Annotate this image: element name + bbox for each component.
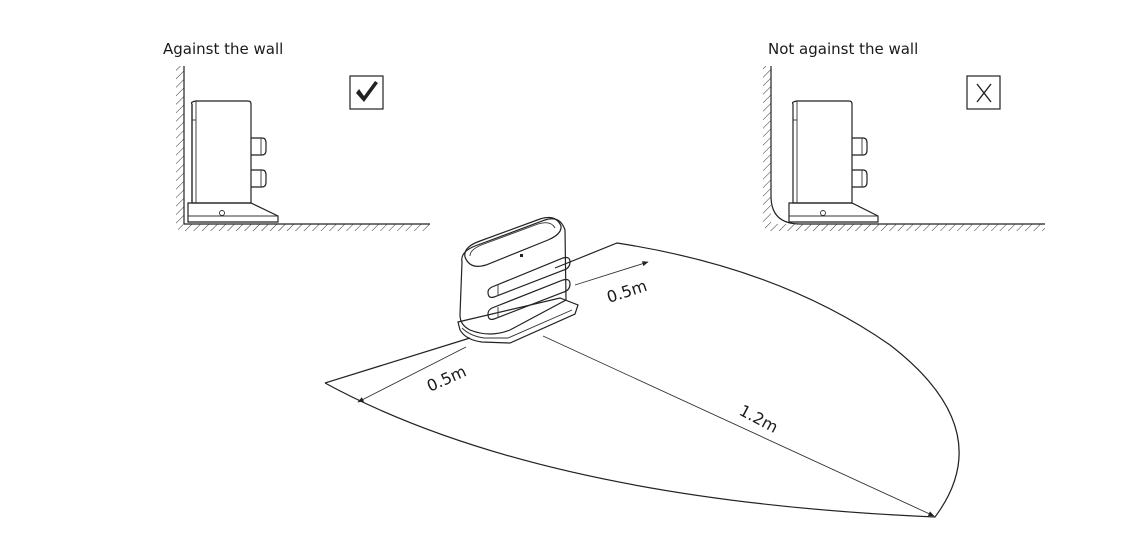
check-icon [349,75,384,110]
caption-against-wall: Against the wall [163,40,283,58]
back-edge [324,337,471,384]
dimension-left-label: 0.5m [424,362,469,396]
panel-not-against-wall: Not against the wall [763,40,1045,231]
dimension-left-line [357,346,467,403]
dimension-front-line [542,335,935,517]
dimension-right-label: 0.5m [604,276,649,307]
floor [765,224,1045,231]
dock-side-view [788,100,879,223]
wall [176,66,185,224]
x-icon [966,75,1001,110]
charging-prong-bottom [487,278,571,321]
dock-perspective [457,216,579,344]
clearance-area: 0.5m 0.5m 1.2m [324,242,960,518]
dimension-right-line [574,261,649,286]
caption-not-against-wall: Not against the wall [768,40,918,58]
dimension-front-label: 1.2m [736,401,781,437]
panel-against-wall: Against the wall [163,40,430,231]
charging-prong-top [487,256,571,299]
wall [763,66,1045,225]
floor [178,223,430,231]
clearance-outline [324,242,960,518]
dock-side-view [187,100,279,223]
